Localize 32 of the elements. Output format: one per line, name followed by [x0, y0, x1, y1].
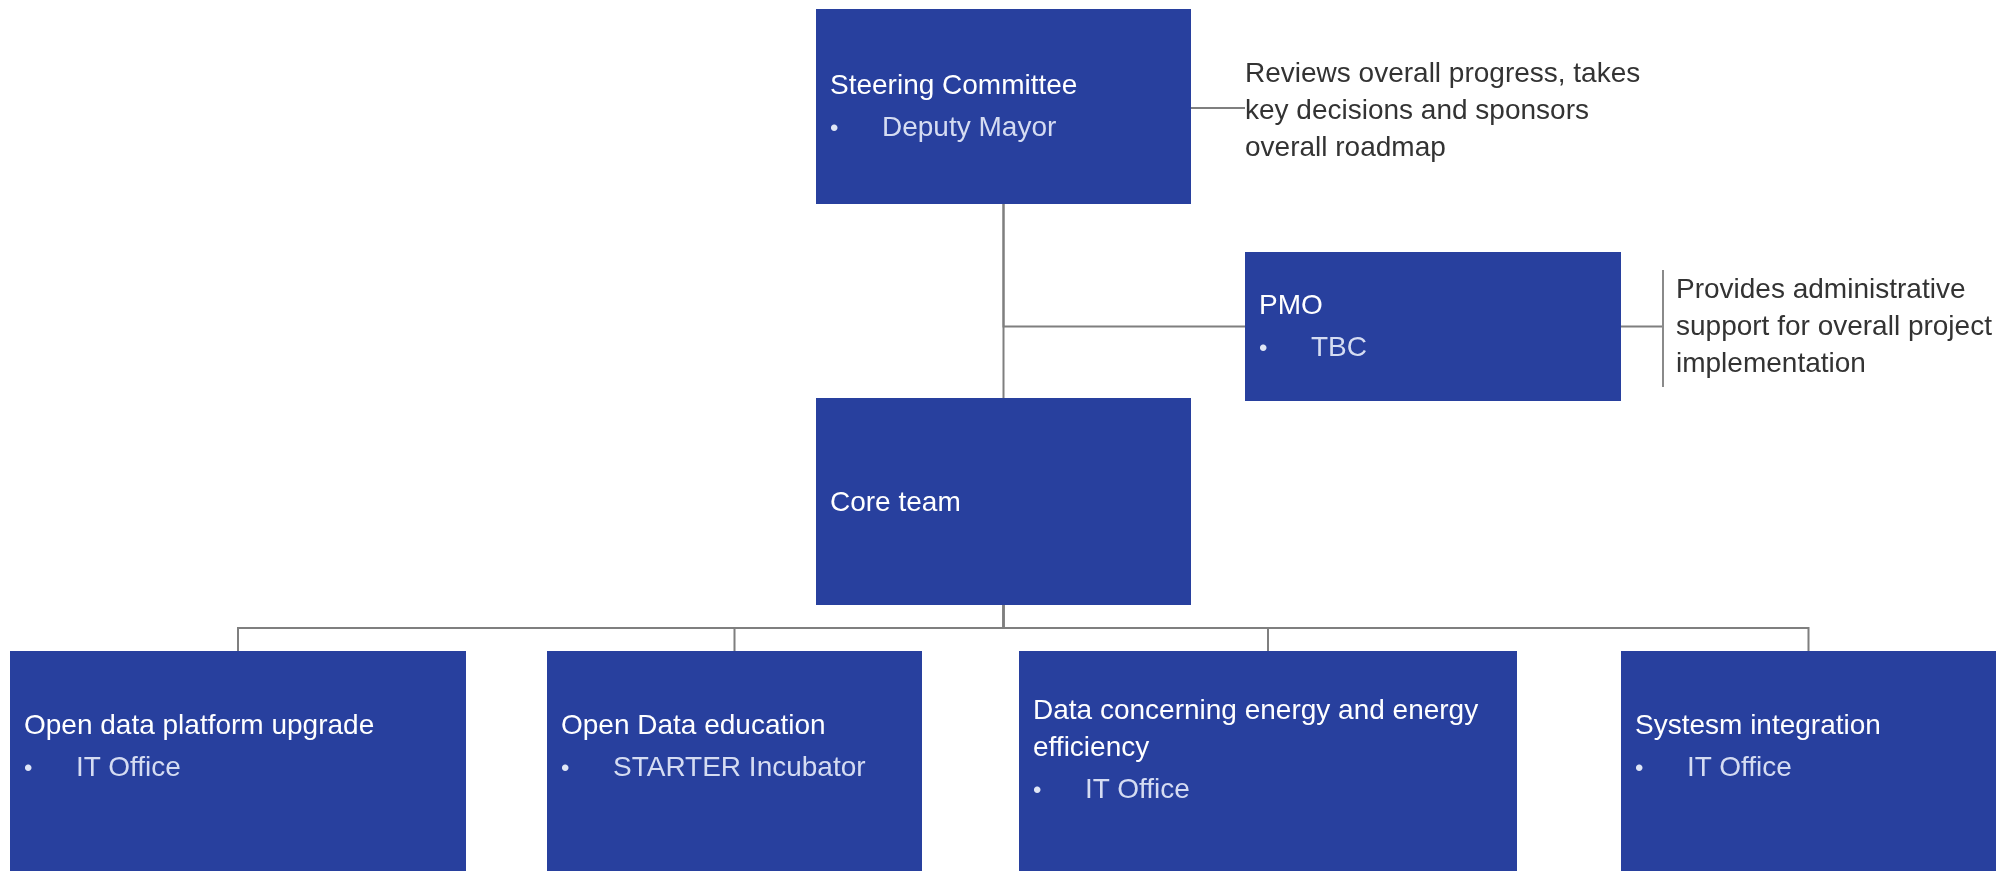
box-member: IT Office	[76, 750, 181, 784]
connector-line	[1002, 203, 1246, 328]
box-member: STARTER Incubator	[613, 750, 866, 784]
box-title: PMO	[1259, 288, 1324, 322]
bullet-mark: •	[561, 754, 571, 782]
connector-line	[1002, 604, 1810, 652]
org-box	[1019, 651, 1517, 871]
box-member: IT Office	[1085, 772, 1190, 806]
org-box	[1621, 651, 1996, 871]
leader-line	[1620, 325, 1663, 328]
org-box	[10, 651, 466, 871]
box-title: Steering Committee	[830, 68, 1079, 102]
bullet-mark: •	[830, 114, 840, 142]
box-title: Systesm integration	[1635, 708, 1882, 742]
box-title: Data concerning energy and energy efficiency	[1033, 693, 1480, 764]
box-member: TBC	[1311, 330, 1367, 364]
box-member: IT Office	[1687, 750, 1792, 784]
leader-line	[1190, 107, 1246, 109]
annotation-text: Provides administrative support for overall project implementation	[1662, 270, 2007, 387]
bullet-mark: •	[24, 754, 34, 782]
bullet-mark: •	[1033, 776, 1043, 804]
box-title: Open data platform upgrade	[24, 708, 376, 742]
org-box	[547, 651, 922, 871]
bullet-mark: •	[1635, 754, 1645, 782]
org-box	[816, 398, 1191, 605]
annotation-text: Reviews overall progress, takes key decisions and sponsors overall roadmap	[1245, 54, 1670, 174]
bullet-mark: •	[1259, 334, 1269, 362]
box-member: Deputy Mayor	[882, 110, 1057, 144]
org-box	[1245, 252, 1621, 401]
box-title: Open Data education	[561, 708, 827, 742]
org-box	[816, 9, 1191, 204]
box-title: Core team	[830, 485, 962, 519]
